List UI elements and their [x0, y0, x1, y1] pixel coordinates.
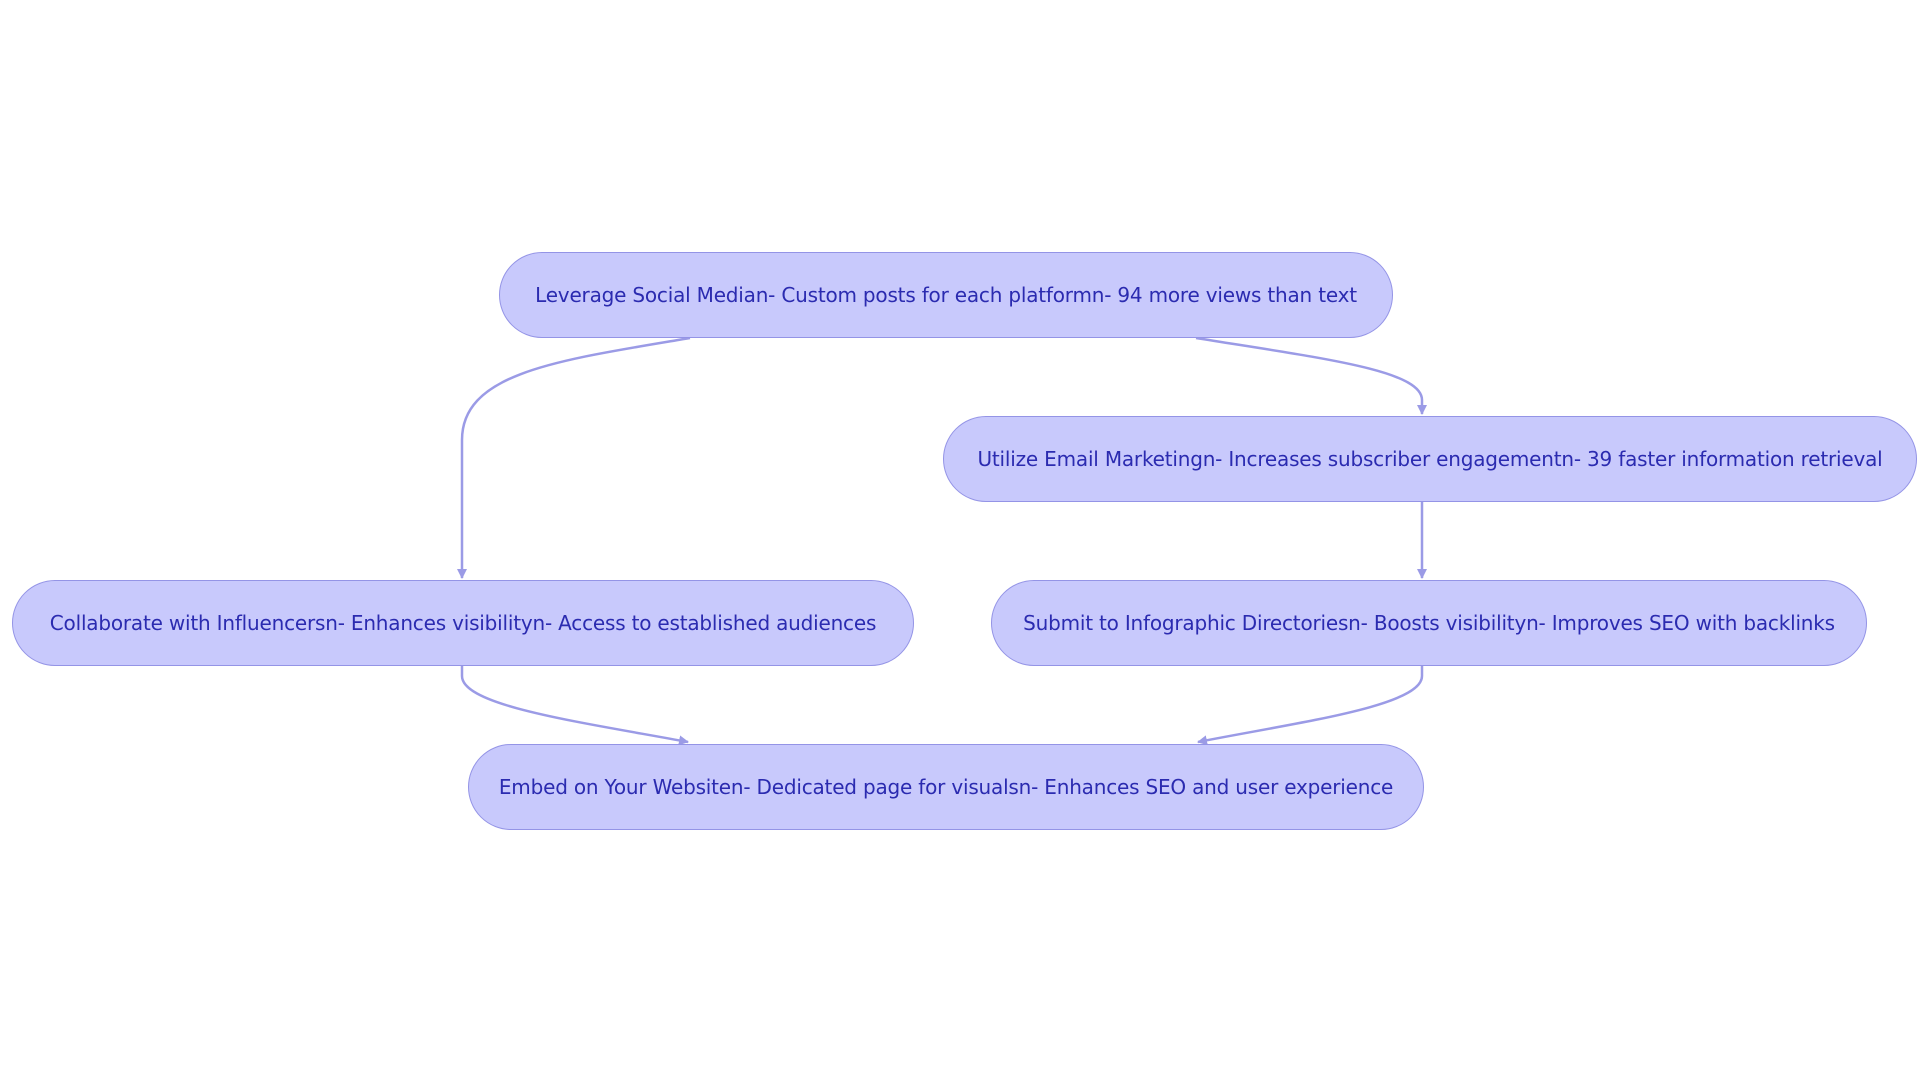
node-collaborate-with-influencers[interactable]: Collaborate with Influencersn- Enhances …	[12, 580, 914, 666]
edge-influencers-to-embed	[460, 666, 689, 746]
edge-directories-to-embed	[1197, 666, 1424, 746]
node-submit-to-infographic-directories[interactable]: Submit to Infographic Directoriesn- Boos…	[991, 580, 1867, 666]
node-embed-on-your-website[interactable]: Embed on Your Websiten- Dedicated page f…	[468, 744, 1424, 830]
edge-social-to-email	[1195, 336, 1427, 415]
node-utilize-email-marketing[interactable]: Utilize Email Marketingn- Increases subs…	[943, 416, 1917, 502]
node-leverage-social-media[interactable]: Leverage Social Median- Custom posts for…	[499, 252, 1393, 338]
node-label: Submit to Infographic Directoriesn- Boos…	[1023, 611, 1835, 635]
node-label: Utilize Email Marketingn- Increases subs…	[977, 447, 1883, 471]
node-label: Collaborate with Influencersn- Enhances …	[49, 611, 877, 635]
edge-social-to-influencers	[457, 336, 691, 579]
node-label: Leverage Social Median- Custom posts for…	[535, 283, 1357, 307]
node-label: Embed on Your Websiten- Dedicated page f…	[498, 775, 1394, 799]
